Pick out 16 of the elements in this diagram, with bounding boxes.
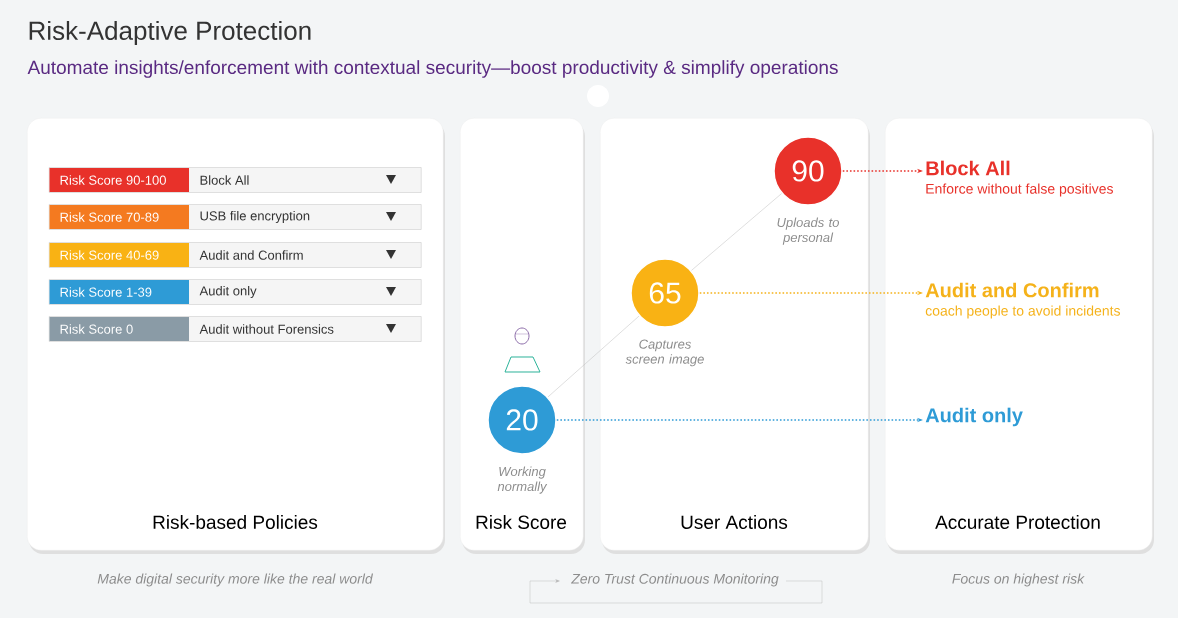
panel-caption: Make digital security more like the real world [97, 573, 374, 587]
protection-text: Block All Enforce without false positives [926, 160, 1113, 197]
dropdown-row: Risk Score 0 Audit without Forensics [49, 316, 422, 342]
action-note: Captures screen image [625, 339, 704, 367]
action-note: Uploads to personal [777, 217, 839, 245]
monitoring-note: Zero Trust Continuous Monitoring [569, 571, 781, 589]
panel-caption: Focus on highest risk [952, 573, 1085, 587]
subtitle: Automate insights/enforcement with contextual security—boost productivity & simplify operations [27, 60, 838, 78]
protection-text: Audit only [925, 407, 1023, 427]
dropdown-row: Risk Score 1-39 Audit only [49, 279, 422, 305]
dropdown-row: Risk Score 40-69 Audit and Confirm [49, 242, 422, 268]
dropdown-row: Risk Score 70-89 USB file encryption [49, 204, 422, 230]
dropdown-row: Risk Score 90-100 Block All [49, 167, 422, 193]
title: Risk-Adaptive Protection [29, 20, 311, 46]
action-note: Working normally [497, 466, 548, 494]
protection-text: Audit and Confirm coach people to avoid incidents [925, 282, 1120, 319]
